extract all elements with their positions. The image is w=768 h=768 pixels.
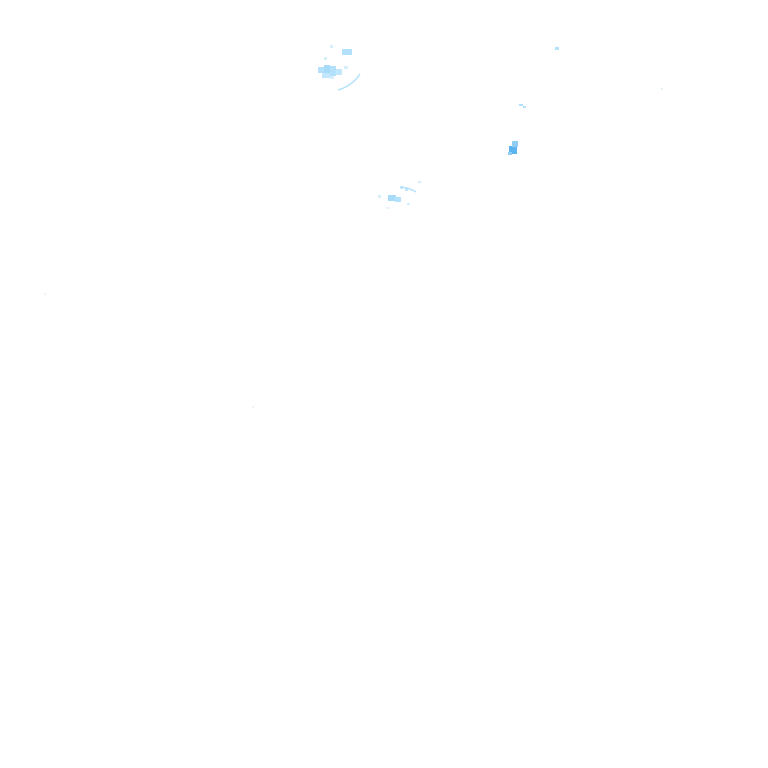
radar-pixel <box>661 88 663 90</box>
radar-pixel <box>386 207 389 209</box>
radar-echo-cell-east <box>508 104 526 155</box>
radar-pixel <box>512 141 518 147</box>
radar-arc <box>337 73 361 91</box>
radar-pixel <box>519 104 523 106</box>
radar-pixel <box>324 65 330 73</box>
radar-pixel <box>555 47 559 50</box>
radar-pixel <box>418 181 421 183</box>
radar-pixel <box>405 188 408 191</box>
radar-pixel <box>44 293 46 295</box>
radar-echo-speck-northeast <box>44 47 663 408</box>
radar-arc <box>400 186 417 193</box>
radar-pixel <box>322 73 330 78</box>
radar-pixel <box>378 195 381 198</box>
radar-pixel <box>523 106 526 108</box>
radar-pixel <box>336 69 342 75</box>
radar-pixel <box>508 152 512 155</box>
radar-pixel <box>388 195 396 201</box>
radar-pixel <box>330 66 336 76</box>
radar-pixel <box>318 67 324 73</box>
radar-pixel <box>344 66 348 69</box>
radar-pixel <box>330 76 334 79</box>
radar-pixel <box>330 45 333 48</box>
radar-pixel <box>252 406 254 408</box>
radar-pixel <box>395 197 401 202</box>
radar-echo-cluster-northwest <box>318 45 361 91</box>
radar-pixel <box>324 57 327 60</box>
radar-pixel <box>342 49 352 55</box>
radar-pixel <box>407 203 410 205</box>
radar-pixel <box>509 146 517 154</box>
radar-echo-cluster-center <box>378 181 421 209</box>
